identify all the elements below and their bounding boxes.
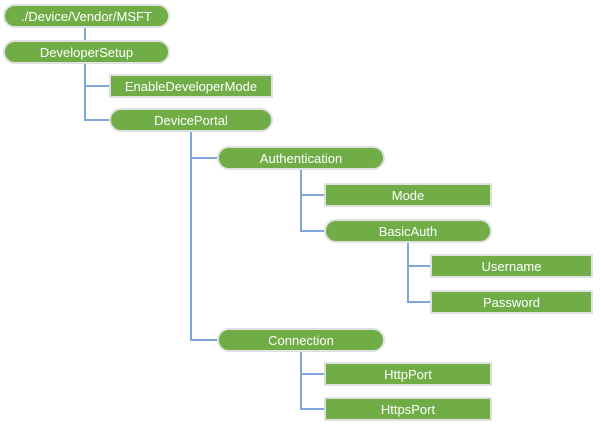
- tree-node-root: ./Device/Vendor/MSFT: [3, 4, 170, 28]
- tree-connector-segment: [84, 28, 86, 40]
- tree-node-label: Password: [482, 294, 541, 310]
- tree-node-deviceportal: DevicePortal: [109, 108, 273, 132]
- tree-node-label: BasicAuth: [378, 223, 438, 239]
- tree-node-enabledevelopermode: EnableDeveloperMode: [109, 74, 273, 98]
- tree-node-connection: Connection: [217, 328, 385, 352]
- tree-connector-segment: [84, 119, 110, 121]
- tree-connector-segment: [407, 301, 431, 303]
- tree-connector-segment: [300, 408, 325, 410]
- tree-node-developersetup: DeveloperSetup: [3, 40, 170, 64]
- tree-node-label: Mode: [391, 187, 425, 203]
- tree-node-label: Connection: [268, 332, 334, 348]
- tree-node-label: Authentication: [259, 150, 343, 166]
- tree-connector-segment: [300, 170, 302, 232]
- tree-connector-segment: [300, 194, 325, 196]
- tree-node-label: DeveloperSetup: [39, 44, 134, 60]
- tree-node-basicauth: BasicAuth: [324, 219, 492, 243]
- tree-node-label: EnableDeveloperMode: [124, 78, 258, 94]
- tree-connector-segment: [407, 243, 409, 303]
- tree-node-authentication: Authentication: [217, 146, 385, 170]
- tree-node-httpsport: HttpsPort: [324, 397, 492, 421]
- tree-node-username: Username: [430, 254, 593, 278]
- tree-connector-segment: [300, 373, 325, 375]
- tree-node-label: ./Device/Vendor/MSFT: [21, 8, 152, 24]
- tree-connector-segment: [300, 230, 325, 232]
- tree-connector-segment: [407, 265, 431, 267]
- tree-node-password: Password: [430, 290, 593, 314]
- tree-node-label: HttpsPort: [380, 401, 436, 417]
- tree-connector-segment: [190, 157, 218, 159]
- tree-node-httpport: HttpPort: [324, 362, 492, 386]
- tree-connector-segment: [300, 352, 302, 410]
- tree-connector-segment: [84, 64, 86, 121]
- tree-connector-segment: [190, 339, 218, 341]
- tree-node-label: HttpPort: [384, 366, 432, 382]
- tree-node-mode: Mode: [324, 183, 492, 207]
- tree-node-label: Username: [481, 258, 542, 274]
- tree-node-label: DevicePortal: [154, 112, 228, 128]
- tree-connector-segment: [190, 132, 192, 341]
- tree-connector-segment: [84, 85, 110, 87]
